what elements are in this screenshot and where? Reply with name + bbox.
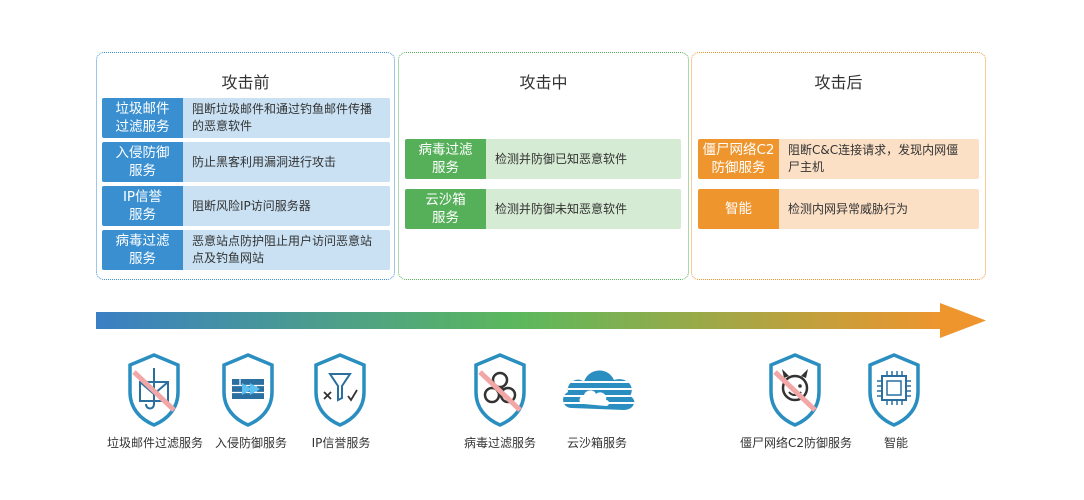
firewall-shield-icon [222,353,274,427]
before-row-ips: 入侵防御 服务 防止黑客利用漏洞进行攻击 [102,142,390,182]
before-row-spam: 垃圾邮件 过滤服务 阻断垃圾邮件和通过钓鱼邮件传播的恶意软件 [102,98,390,138]
before-row-antivirus: 病毒过滤 服务 恶意站点防护阻止用户访问恶意站点及钓鱼网站 [102,230,390,270]
phase-during-panel: 攻击中 病毒过滤 服务 检测并防御已知恶意软件 云沙箱 服务 检测并防御未知恶意… [398,52,689,280]
phase-after-panel: 攻击后 僵尸网络C2 防御服务 阻断C&C连接请求，发现内网僵尸主机 智能 检测… [691,52,986,280]
row-tag: 入侵防御 服务 [102,142,183,182]
service-label-botnet: 僵尸网络C2防御服务 [739,436,853,450]
row-tag: 僵尸网络C2 防御服务 [698,139,779,179]
row-desc: 防止黑客利用漏洞进行攻击 [183,142,390,182]
spam-filter-shield-icon [128,353,180,427]
during-row-antivirus: 病毒过滤 服务 检测并防御已知恶意软件 [405,139,681,179]
row-desc: 阻断风险IP访问服务器 [183,186,390,226]
row-tag: 垃圾邮件 过滤服务 [102,98,183,138]
after-row-botnet: 僵尸网络C2 防御服务 阻断C&C连接请求，发现内网僵尸主机 [698,139,979,179]
phase-after-title: 攻击后 [814,73,863,92]
service-label-antivirus: 病毒过滤服务 [463,436,537,450]
ip-reputation-shield-icon [314,353,366,427]
row-tag: IP信誉 服务 [102,186,183,226]
row-desc: 恶意站点防护阻止用户访问恶意站点及钓鱼网站 [183,230,390,270]
row-desc: 阻断垃圾邮件和通过钓鱼邮件传播的恶意软件 [183,98,390,138]
row-desc: 阻断C&C连接请求，发现内网僵尸主机 [779,139,979,179]
row-tag: 云沙箱 服务 [405,189,486,229]
biohazard-shield-icon [474,353,526,427]
phase-before-panel: 攻击前 垃圾邮件 过滤服务 阻断垃圾邮件和通过钓鱼邮件传播的恶意软件 入侵防御 … [96,52,395,280]
botnet-devil-shield-icon [769,353,821,427]
row-desc: 检测并防御已知恶意软件 [486,139,681,179]
row-desc: 检测并防御未知恶意软件 [486,189,681,229]
row-desc: 检测内网异常威胁行为 [779,189,979,229]
row-tag: 智能 [698,189,779,229]
row-tag: 病毒过滤 服务 [102,230,183,270]
during-row-sandbox: 云沙箱 服务 检测并防御未知恶意软件 [405,189,681,229]
service-label-ips: 入侵防御服务 [214,436,288,450]
phase-before-title: 攻击前 [221,73,270,92]
service-label-intelligence: 智能 [883,436,909,450]
cloud-sandbox-icon [563,370,635,410]
row-tag: 病毒过滤 服务 [405,139,486,179]
phase-during-title: 攻击中 [519,73,568,92]
service-label-spam: 垃圾邮件过滤服务 [106,436,204,450]
before-row-ip-reputation: IP信誉 服务 阻断风险IP访问服务器 [102,186,390,226]
timeline-arrow [96,303,986,338]
service-label-sandbox: 云沙箱服务 [566,436,628,450]
service-label-ip-reputation: IP信誉服务 [311,436,371,450]
after-row-intelligence: 智能 检测内网异常威胁行为 [698,189,979,229]
chip-shield-icon [868,353,920,427]
